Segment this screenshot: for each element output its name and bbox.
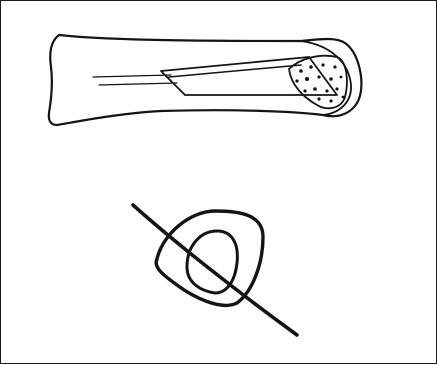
bone-cross-section-sketch <box>133 205 297 335</box>
shaft-line-upper <box>93 75 171 77</box>
bone-sketch <box>49 35 362 125</box>
shaft-line-lower <box>99 83 177 85</box>
graft-inner-line <box>169 65 301 77</box>
cancellous-dots <box>295 63 344 102</box>
bone-outline <box>49 35 362 125</box>
